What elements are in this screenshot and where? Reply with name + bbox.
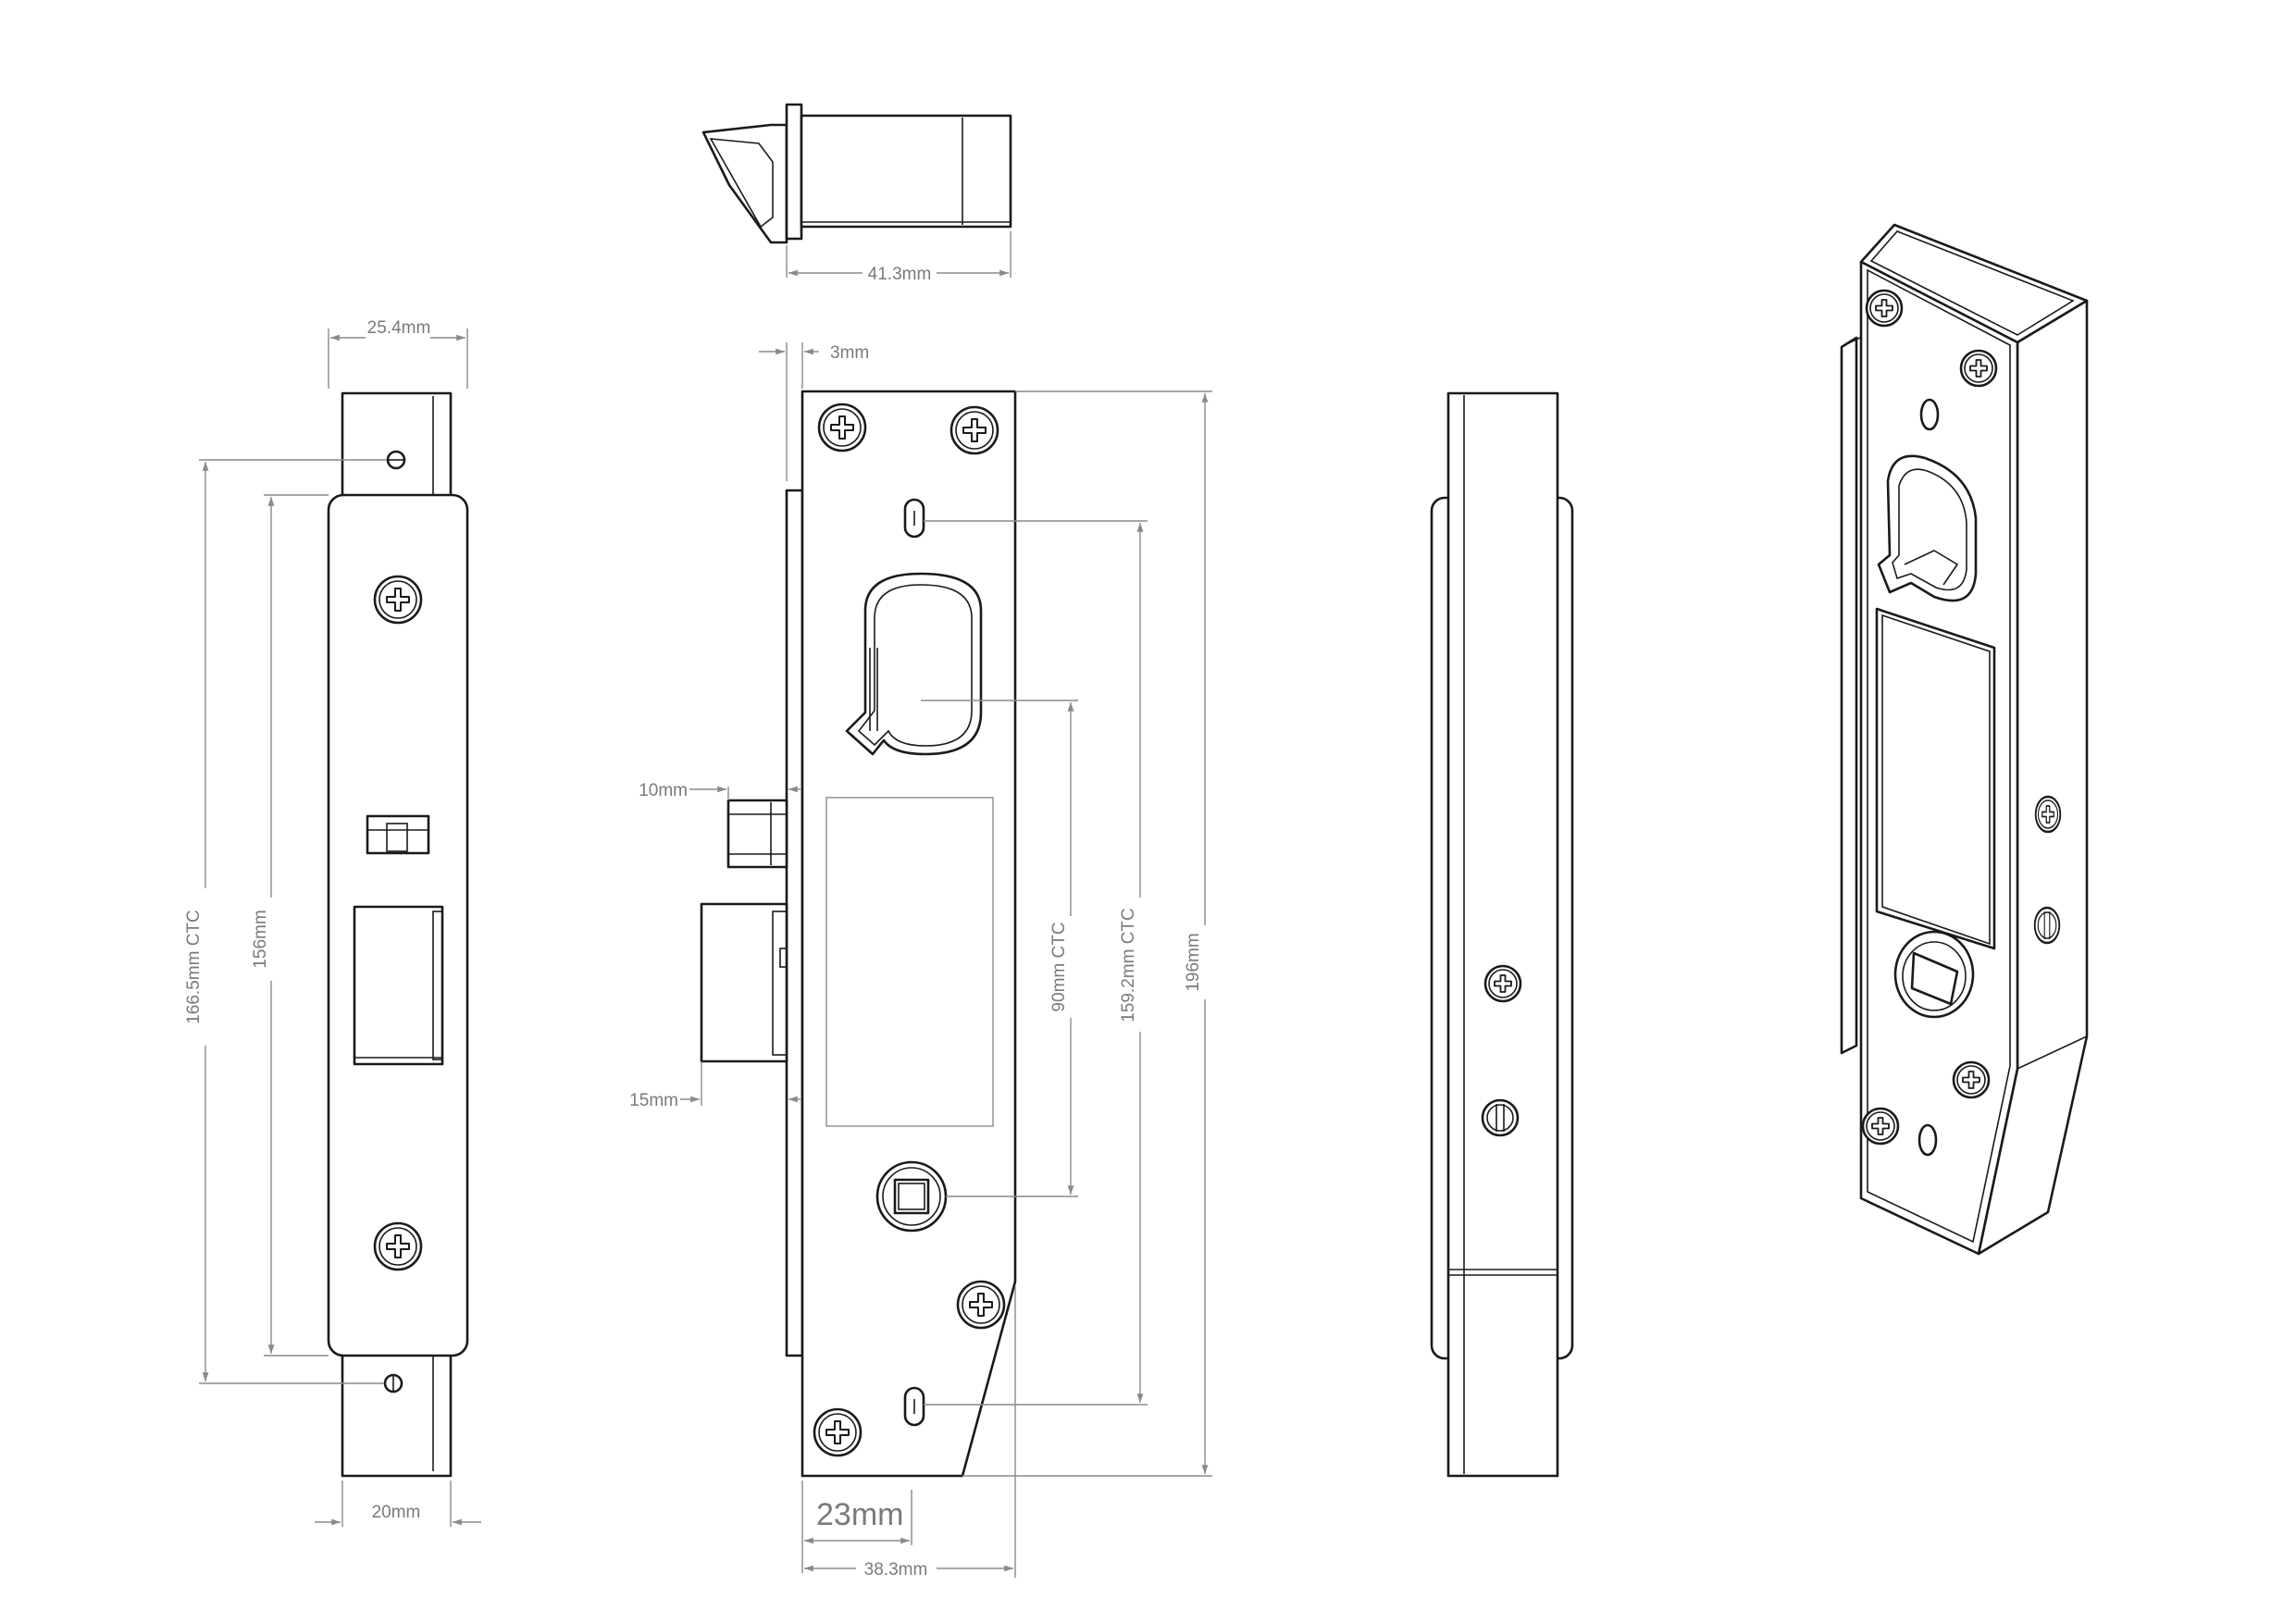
dim-body-depth: 38.3mm <box>864 1560 928 1580</box>
lock-edge-view <box>1430 391 1574 1478</box>
dim-bolt-length: 41.3mm <box>868 265 932 284</box>
dim-faceplate-width: 25.4mm <box>367 318 431 338</box>
dim-ctc-90: 90mm CTC <box>1049 922 1069 1011</box>
dim-deadbolt-projection: 15mm <box>629 1091 678 1110</box>
dim-case-width: 20mm <box>372 1503 421 1522</box>
lock-isometric-view <box>1840 223 2089 1256</box>
dim-body-height: 196mm <box>1184 933 1203 991</box>
lock-body-side-view: 3mm 10mm 15mm 90mm CTC 159.2mm CTC 196mm <box>629 342 1212 1580</box>
phillips-screw-icon <box>1483 964 1522 1003</box>
dim-backset: 23mm <box>816 1497 903 1532</box>
phillips-screw-icon <box>373 575 423 625</box>
phillips-screw-icon <box>817 403 867 452</box>
faceplate-front-view: 25.4mm 20mm 166.5mm CTC 156mm <box>184 318 481 1527</box>
dim-faceplate-length: 156mm <box>251 910 270 968</box>
dim-ctc-159: 159.2mm CTC <box>1119 908 1138 1022</box>
bolt-top-view: 41.3mm <box>701 103 1012 284</box>
dim-screw-ctc-outer: 166.5mm CTC <box>184 910 204 1024</box>
dim-latch-projection: 10mm <box>639 781 688 800</box>
dim-offset-top: 3mm <box>830 343 869 363</box>
phillips-screw-icon <box>1865 289 1904 328</box>
